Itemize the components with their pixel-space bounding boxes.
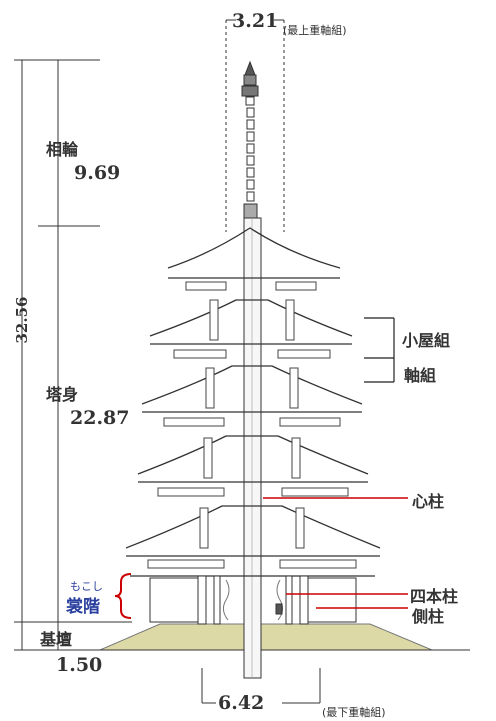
central-pillar-shape xyxy=(243,217,262,679)
kidan-value: 1.50 xyxy=(56,654,103,676)
bracket-details xyxy=(147,281,357,569)
leader-lines xyxy=(114,497,408,619)
sorin-finial xyxy=(241,60,259,219)
bottom-width-note: (最下重軸組) xyxy=(322,706,386,719)
roof-tiers xyxy=(125,227,381,577)
framing-brackets xyxy=(364,317,395,383)
total-height-value: 32.56 xyxy=(13,296,31,344)
shinbashira-label: 心柱 xyxy=(412,492,445,511)
gawabashira-label: 側柱 xyxy=(412,607,445,626)
mokoshi-label: 裳階 xyxy=(66,597,100,617)
jikugumi-label: 軸組 xyxy=(404,366,437,385)
bottom-width-dimension xyxy=(201,668,321,704)
koyagumi-label: 小屋組 xyxy=(402,331,451,350)
bottom-width-value: 6.42 xyxy=(218,692,265,714)
ground-floor-structure xyxy=(149,575,357,625)
mokoshi-ruby: もこし xyxy=(70,580,103,593)
kidan-label: 基壇 xyxy=(40,630,73,649)
shihonbashira-label: 四本柱 xyxy=(410,587,459,606)
top-width-value: 3.21 xyxy=(232,10,279,32)
height-dimension xyxy=(14,59,132,651)
sorin-label: 相輪 xyxy=(46,140,79,159)
podium-fill xyxy=(99,623,433,651)
top-width-dimension xyxy=(225,19,285,232)
toshin-label: 塔身 xyxy=(46,385,79,404)
sorin-value: 9.69 xyxy=(74,162,121,184)
toshin-value: 22.87 xyxy=(70,407,130,429)
top-width-note: (最上重軸組) xyxy=(283,24,347,37)
